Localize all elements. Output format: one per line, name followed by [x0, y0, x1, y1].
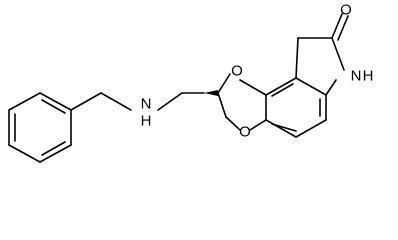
chemical-structure-diagram: O N H O O N H — [8, 2, 374, 163]
carbonyl-bond — [337, 15, 349, 41]
amine-hydrogen-label: H — [141, 113, 152, 130]
benzo-ring — [265, 77, 327, 138]
double-bond-inner — [271, 123, 297, 132]
bond — [295, 77, 327, 96]
bond — [217, 92, 227, 118]
lactam-ring — [295, 13, 349, 96]
dioxane-ring — [217, 73, 267, 131]
dioxane-oxygen-top-label: O — [231, 63, 243, 80]
carbonyl-bond — [331, 13, 343, 39]
bond — [39, 144, 72, 163]
bond — [8, 144, 41, 163]
bond — [39, 92, 72, 111]
bond — [217, 73, 231, 94]
stereo-wedge-bond — [204, 90, 218, 96]
dioxane-oxygen-bottom-label: O — [239, 124, 251, 141]
benzylamine-linker — [70, 92, 205, 111]
double-bond-inner — [271, 83, 294, 97]
bond — [265, 77, 297, 96]
amine-nitrogen-label: N — [141, 96, 152, 113]
bond — [331, 37, 345, 71]
phenyl-ring — [8, 92, 72, 163]
bond — [100, 92, 132, 111]
atom-labels: O N H O O N H — [141, 2, 374, 141]
carbonyl-oxygen-label: O — [340, 2, 352, 19]
bond — [239, 79, 267, 96]
bond — [157, 92, 183, 111]
lactam-nitrogen-label: N — [351, 68, 362, 85]
bond — [295, 119, 327, 138]
bond — [249, 119, 267, 131]
lactam-hydrogen-label: H — [363, 68, 374, 85]
double-bond-inner — [41, 141, 66, 156]
bond — [225, 116, 241, 131]
bond — [70, 92, 102, 111]
bond — [325, 79, 337, 96]
bond — [265, 119, 297, 138]
bond — [295, 37, 299, 79]
double-bond-inner — [41, 99, 66, 114]
bond — [8, 92, 41, 111]
